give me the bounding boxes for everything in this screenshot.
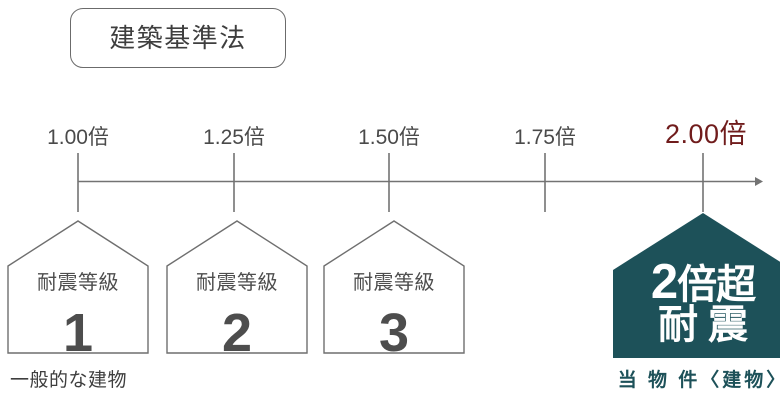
house-grade-3: 耐震等級 3 [324, 221, 464, 360]
house-grade-2: 耐震等級 2 [167, 221, 307, 360]
axis-ticks-group [77, 153, 704, 212]
axis-arrow-icon [755, 177, 763, 186]
house-this-property-line1: 2倍超 [613, 258, 780, 307]
house-grade-2-label: 耐震等級 [196, 272, 278, 294]
building-standards-law-box: 建築基準法 [70, 8, 286, 68]
house-this-property: 2倍超 耐震 [613, 213, 780, 358]
caption-general-building: 一般的な建物 [10, 370, 128, 391]
tick-label-2: 1.25倍 [203, 126, 265, 149]
axis-line-group [78, 177, 763, 186]
caption-this-property: 当 物 件〈建物〉 [617, 370, 780, 391]
house-grade-3-label: 耐震等級 [353, 272, 435, 294]
house-grade-2-number: 2 [221, 303, 253, 363]
tick-label-5: 2.00倍 [664, 119, 748, 149]
house-this-property-line2: 耐震 [658, 303, 758, 347]
house-grade-3-number: 3 [378, 303, 410, 363]
tick-label-1: 1.00倍 [47, 126, 109, 149]
tick-label-3: 1.50倍 [358, 126, 420, 149]
house-this-property-line1-rest: 倍超 [677, 263, 756, 307]
tick-label-4: 1.75倍 [514, 126, 576, 149]
house-this-property-multiplier: 2 [650, 255, 678, 309]
house-grade-1: 耐震等級 1 [8, 221, 148, 360]
house-grade-1-label: 耐震等級 [37, 272, 119, 294]
building-standards-law-label: 建築基準法 [109, 23, 247, 53]
house-grade-1-number: 1 [62, 303, 94, 363]
